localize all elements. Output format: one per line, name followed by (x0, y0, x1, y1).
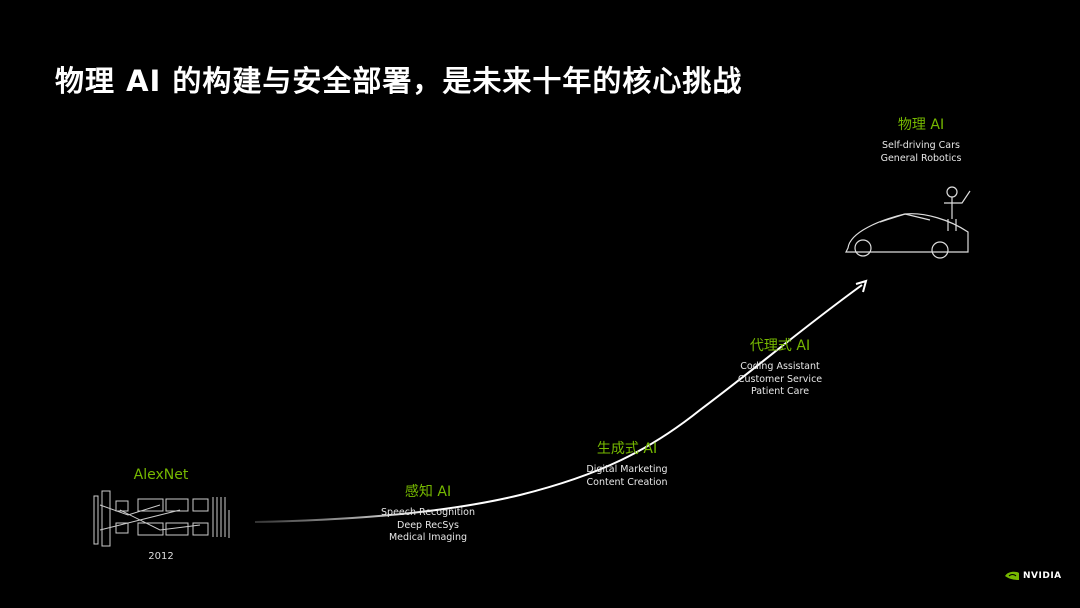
stage-name: 代理式 AI (749, 338, 811, 354)
stage-item: Content Creation (586, 476, 668, 488)
slide-title: 物理 AI 的构建与安全部署，是未来十年的核心挑战 (55, 64, 743, 98)
stage-item: Speech Recognition (381, 507, 475, 518)
stage-agentic-ai: 代理式 AI Coding Assistant Customer Service… (738, 335, 822, 399)
alexnet-diagram-icon (93, 490, 230, 547)
stage-name: 物理 AI (897, 117, 945, 133)
stage-item: General Robotics (880, 152, 962, 164)
stage-name: 感知 AI (404, 484, 452, 500)
car-robot-illustration (845, 186, 971, 259)
logo-text: NVIDIA (1023, 570, 1062, 581)
arrow-head-icon (855, 279, 868, 293)
stage-item: Medical Imaging (388, 532, 467, 543)
stage-physical-ai: 物理 AI Self-driving Cars General Robotics (881, 114, 962, 165)
stage-item: Digital Marketing (586, 464, 668, 475)
stage-perception-ai: 感知 AI Speech Recognition Deep RecSys Med… (381, 481, 475, 545)
growth-curve (254, 284, 863, 523)
nvidia-eye-icon (1005, 571, 1019, 580)
stage-item: Deep RecSys (397, 519, 459, 531)
stage-year: 2012 (148, 551, 174, 562)
stage-alexnet: AlexNet (134, 467, 189, 489)
stage-item: Customer Service (737, 373, 823, 385)
stage-item: Patient Care (750, 386, 810, 397)
nvidia-logo: NVIDIA (1004, 570, 1062, 581)
stage-name: AlexNet (133, 467, 189, 483)
stage-name: 生成式 AI (596, 441, 658, 457)
stage-item: Self-driving Cars (881, 140, 960, 151)
stage-item: Coding Assistant (740, 361, 820, 372)
stage-generative-ai: 生成式 AI Digital Marketing Content Creatio… (586, 438, 667, 489)
